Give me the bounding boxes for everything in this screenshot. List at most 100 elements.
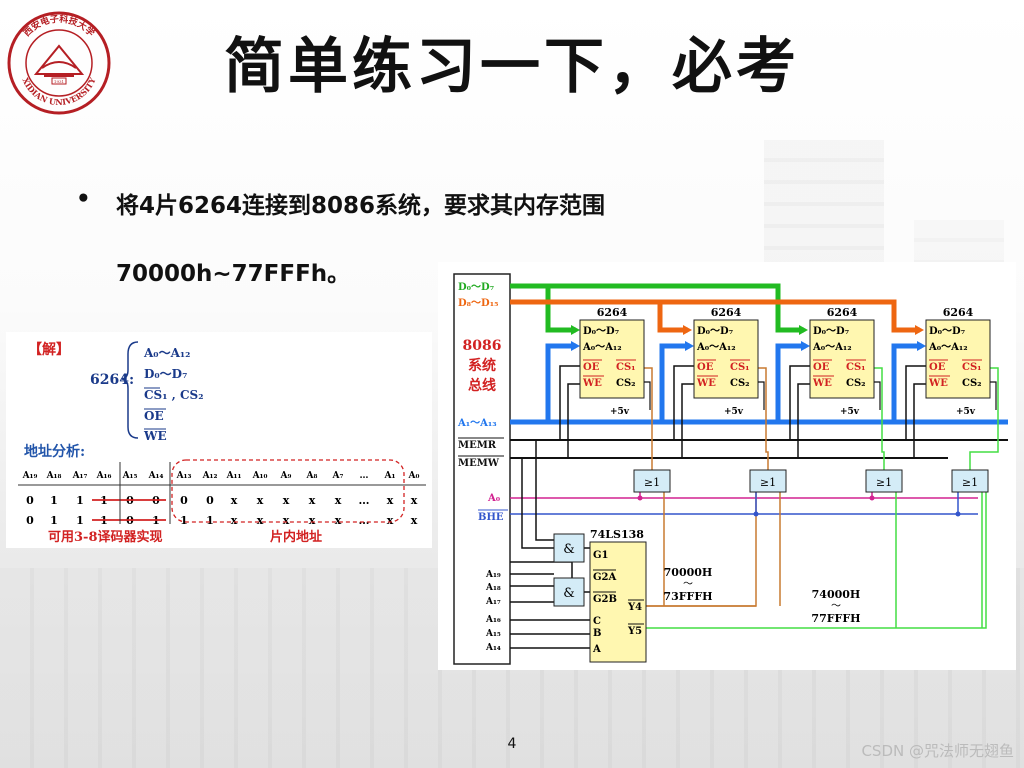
chip-pin: OE [583,362,600,373]
table-cell: x [257,514,264,527]
addr-input-label: A₁₈ [485,583,501,593]
range-y4-sep: ～ [683,579,693,590]
chip-pin: OE [929,362,946,373]
chip-label: 6264: [90,372,134,388]
table-cell: 0 [26,494,34,507]
chip-pin: OE [813,362,830,373]
table-header-cell: A₈ [306,471,318,481]
logo-year: 1931 [54,79,64,84]
table-header-cell: … [360,471,369,481]
pin-list-item: CS₁ , CS₂ [144,388,203,402]
page-number: 4 [507,736,517,752]
decoder-pin: Y4 [627,602,642,613]
bus-name-line: 8086 [463,338,502,354]
table-header-cell: A₀ [408,471,420,481]
table-cell: x [309,514,316,527]
chip-title: 6264 [711,306,742,319]
range-y4-start: 70000H [664,566,713,579]
table-cell: 1 [76,494,84,507]
table-cell: 0 [26,514,34,527]
decoder-pin: G2A [593,572,616,583]
chip-pin: A₀～A₁₂ [928,342,968,353]
pin-list-item: A₀～A₁₂ [143,346,190,360]
table-header-cell: A₉ [280,471,292,481]
chip-pin: CS₂ [962,378,982,389]
or-gate [865,469,903,493]
bullet-text-line1: 将4片6264连接到8086系统，要求其内存范围 [116,193,606,219]
or-gate-label: ≥1 [760,476,776,489]
chip-pin: A₀～A₁₂ [812,342,852,353]
and-gate-label: & [563,586,575,601]
decoder-name: 74LS138 [590,528,644,541]
chip-pin: A₀～A₁₂ [582,342,622,353]
solution-panel: 【解】 6264: A₀～A₁₂ D₀～D₇ CS₁ , CS₂ OE WE 地… [6,332,432,548]
table-cell: x [335,494,342,507]
intra-chip-box [171,459,405,523]
system-bus-box [453,273,511,665]
table-cell: 0 [180,494,188,507]
table-header-cell: A₁₁ [226,471,242,481]
decoder-74ls138 [589,541,647,663]
addr-input-label: A₁₄ [485,643,501,653]
chip-6264 [809,319,875,399]
table-header-cell: A₁₅ [122,471,138,481]
and-gate-g2 [553,577,585,607]
table-cell: 1 [76,514,84,527]
bus-line-label: MEMW [458,458,500,469]
table-cell: … [359,494,370,507]
addr-input-label: A₁₇ [485,597,501,607]
brace-icon [121,341,139,439]
pin-list-item: OE [144,409,164,423]
chip-pin: CS₂ [846,378,866,389]
or-gate [951,469,989,493]
bullet-text-line2: 70000h~77FFFh。 [116,261,351,287]
table-header-cell: A₇ [332,471,344,481]
chip-pin: D₀～D₇ [813,326,849,337]
chip-power-label: +5v [956,407,976,417]
range-y5-start: 74000H [812,588,861,601]
solution-tag: 【解】 [28,341,70,358]
chip-pin: OE [697,362,714,373]
chip-6264 [693,319,759,399]
chip-pin: CS₁ [962,362,982,373]
watermark: CSDN @咒法师无翅鱼 [861,742,1014,760]
decoder-note: 可用3-8译码器实现 [48,529,163,545]
chip-pin: A₀～A₁₂ [696,342,736,353]
table-cell: x [283,494,290,507]
and-gate-g1 [553,533,585,563]
chip-pin: WE [582,378,602,389]
decoder-pin: C [593,616,601,627]
table-cell: x [257,494,264,507]
pin-list-item: D₀～D₇ [144,367,187,381]
table-header-cell: A₁₄ [148,471,164,481]
and-gate-label: & [563,542,575,557]
decoder-pin: B [593,628,601,639]
addr-input-label: A₁₆ [485,615,501,625]
bus-line-label: A₁～A₁₃ [457,418,497,429]
chip-power-label: +5v [610,407,630,417]
table-cell: 0 [206,494,214,507]
table-cell: x [411,514,418,527]
chip-6264 [579,319,645,399]
chip-power-label: +5v [724,407,744,417]
chip-power-label: +5v [840,407,860,417]
pin-list-item: WE [143,429,167,443]
bus-line-label: BHE [478,512,504,523]
circuit-diagram: 8086 系统 总线 D₀～D₇ D₈～D₁₅ A₁～A₁₃ MEMR MEMW… [438,262,1016,670]
table-cell: x [387,494,394,507]
chip-6264 [925,319,991,399]
chip-pin: WE [928,378,948,389]
chip-title: 6264 [597,306,628,319]
intra-chip-label: 片内地址 [270,529,322,545]
chip-title: 6264 [827,306,858,319]
decoder-pin: Y5 [627,626,642,637]
table-cell: x [231,494,238,507]
chip-pin: D₀～D₇ [583,326,619,337]
chip-pin: D₀～D₇ [929,326,965,337]
chip-title: 6264 [943,306,974,319]
addr-input-label: A₁₅ [485,629,501,639]
decoder-pin: G1 [593,550,609,561]
or-gate [633,469,671,493]
table-header-cell: A₁₉ [22,471,38,481]
